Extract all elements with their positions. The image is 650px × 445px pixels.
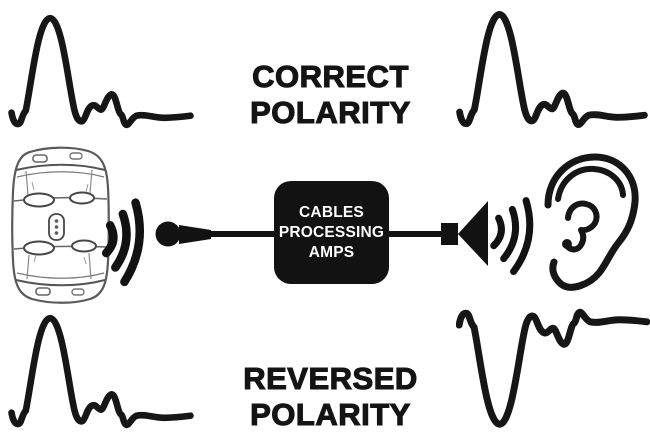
waveform-top-left-icon xyxy=(8,10,194,132)
drum-lug-3 xyxy=(23,240,55,256)
correct-polarity-heading: CORRECT POLARITY xyxy=(203,58,458,131)
ear-outer-helix xyxy=(544,153,639,291)
inverted-waveform-group xyxy=(459,312,647,424)
correct-polarity-line1: CORRECT xyxy=(252,58,409,94)
reversed-polarity-line1: REVERSED xyxy=(243,360,418,396)
drum-tension-screws xyxy=(25,169,93,280)
microphone-head xyxy=(155,221,181,247)
drum-lug-2 xyxy=(69,191,95,205)
waveform-bottom-right-inverted-icon xyxy=(456,308,650,436)
drum-top-clamp xyxy=(32,154,48,163)
ear-icon xyxy=(544,153,639,291)
drum-bottom-hoop xyxy=(15,279,106,287)
processing-box-line2: PROCESSING xyxy=(278,223,385,241)
sound-arc-medium xyxy=(111,209,131,272)
waveform-bottom-left-icon xyxy=(8,310,194,432)
sound-arc-small xyxy=(490,214,505,250)
drum-lug-4 xyxy=(71,239,97,253)
snare-drum-icon xyxy=(11,146,110,304)
sound-arc-large xyxy=(510,197,534,276)
speaker-cone xyxy=(458,201,488,266)
sound-arc-small xyxy=(101,221,118,258)
processing-box-line1: CABLES xyxy=(299,203,364,221)
drum-bottom-clamp xyxy=(35,287,51,296)
ear-inner-helix xyxy=(555,165,626,202)
sound-waves-right-icon xyxy=(490,197,534,276)
drum-lug-1 xyxy=(23,192,55,208)
sound-arc-medium xyxy=(500,205,520,263)
reversed-polarity-heading: REVERSED POLARITY xyxy=(203,360,458,433)
drum-bottom-hoop-inner xyxy=(16,272,105,279)
drum-sketch-marks xyxy=(31,181,89,265)
ear-antihelix xyxy=(565,200,600,253)
drum-top-hoop xyxy=(15,163,106,171)
waveform-top-right-icon xyxy=(456,6,648,132)
sound-arc-large xyxy=(120,198,144,287)
ear-tragus-dot xyxy=(562,239,572,249)
processing-box: CABLES PROCESSING AMPS xyxy=(274,181,389,284)
speaker-icon xyxy=(441,197,534,276)
microphone-handle xyxy=(179,225,211,244)
processing-box-line3: AMPS xyxy=(308,243,355,261)
drum-top-clamp-2 xyxy=(69,152,83,160)
correct-polarity-line2: POLARITY xyxy=(250,94,411,130)
drum-badge-dot xyxy=(54,225,59,229)
reversed-polarity-line2: POLARITY xyxy=(250,396,411,432)
drum-badge-dot xyxy=(54,231,59,235)
sound-waves-left-icon xyxy=(101,198,144,287)
microphone-icon xyxy=(155,221,211,247)
drum-badge-dot xyxy=(54,219,59,223)
speaker-driver xyxy=(441,223,458,245)
drum-bottom-clamp-2 xyxy=(71,288,85,296)
